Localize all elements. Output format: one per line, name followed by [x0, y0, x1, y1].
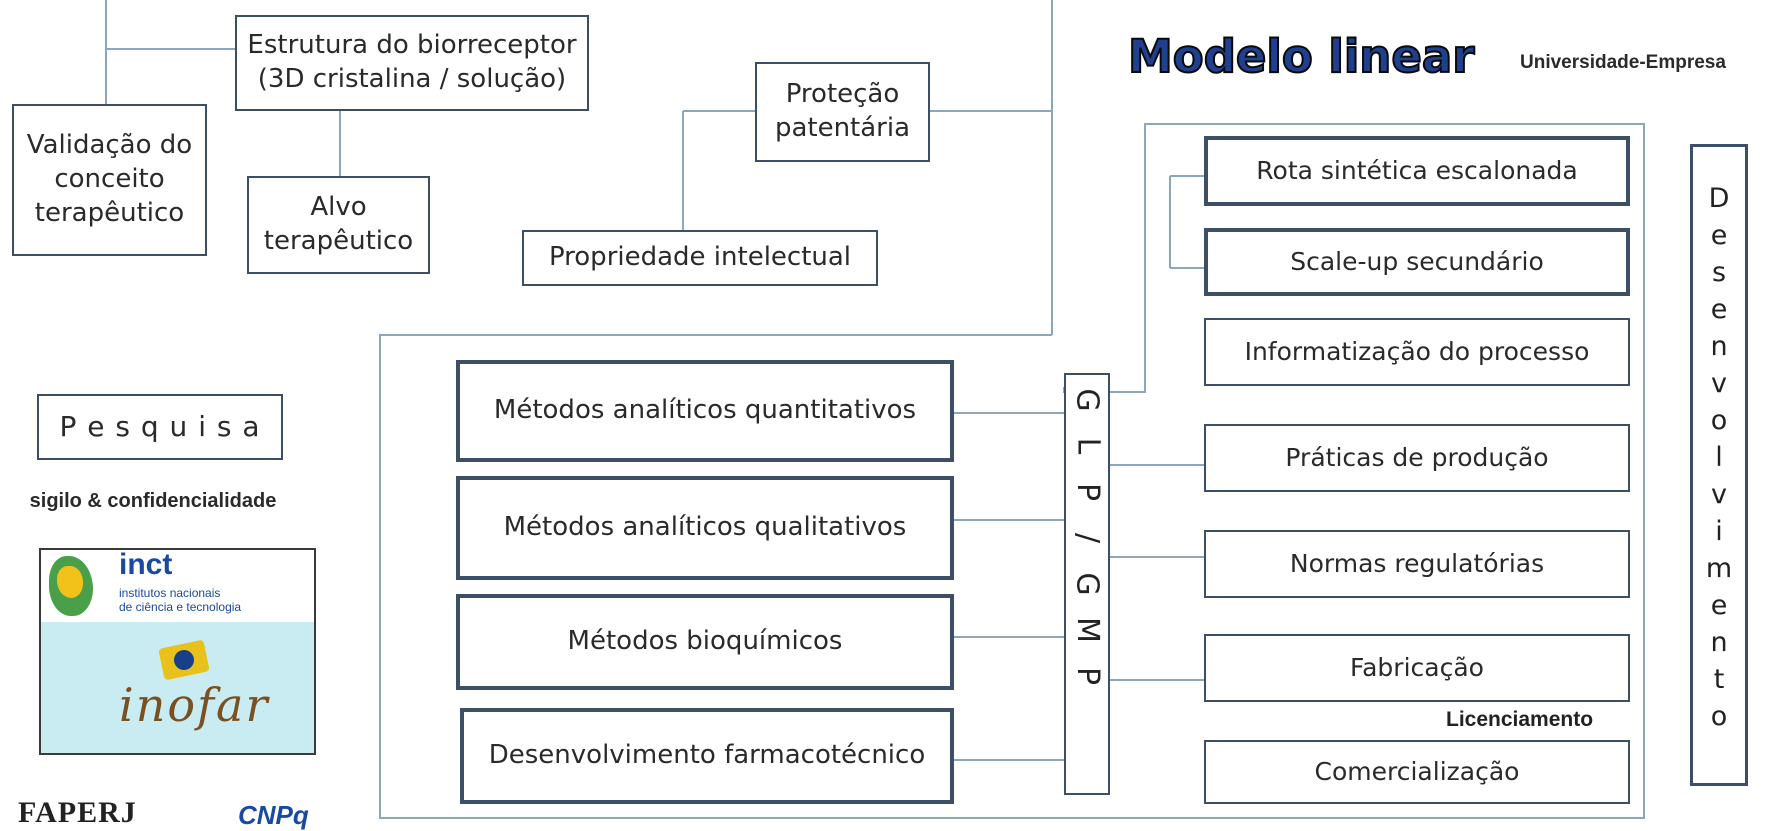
desenvolvimento-letter: e: [1710, 590, 1728, 621]
sigilo-note: sigilo & confidencialidade: [29, 490, 277, 512]
diagram-title: Modelo linear: [1127, 29, 1475, 84]
licenciamento-label: Licenciamento: [1446, 708, 1594, 731]
informatizacao-box: Informatização do processo: [1204, 318, 1630, 386]
desenvolvimento-box: [1690, 144, 1748, 786]
inofar-flag-icon: [158, 639, 210, 681]
desenvolvimento-letter: t: [1713, 664, 1725, 695]
scale-up-box: Scale-up secundário: [1204, 228, 1630, 296]
desenvolvimento-letter: v: [1711, 479, 1727, 510]
glp-letter: /: [1069, 532, 1105, 544]
desenvolvimento-letter: n: [1710, 331, 1728, 362]
praticas-producao-box: Práticas de produção: [1204, 424, 1630, 492]
desenvolvimento-letter: i: [1715, 516, 1723, 547]
desenvolvimento-label: D e s e n v o l v i m e n t o: [1690, 180, 1748, 735]
inct-subtitle-1: institutos nacionais: [119, 586, 221, 600]
desenvolvimento-letter: e: [1710, 220, 1728, 251]
inct-inofar-logo: inct institutos nacionais de ciência e t…: [39, 548, 316, 755]
glp-letter: P: [1070, 666, 1105, 686]
glp-gmp-label: G L P / G M P: [1064, 385, 1110, 691]
pesquisa-box: P e s q u i s a: [37, 394, 283, 460]
metodos-quantitativos-box: Métodos analíticos quantitativos: [456, 360, 954, 462]
comercializacao-box: Comercialização: [1204, 740, 1630, 804]
desenvolvimento-letter: l: [1715, 442, 1723, 473]
desenvolvimento-letter: m: [1705, 553, 1733, 584]
validacao-conceito-box: Validação do conceito terapêutico: [12, 104, 207, 256]
desenvolvimento-letter: v: [1711, 368, 1727, 399]
glp-letter: G: [1070, 388, 1105, 412]
glp-letter: L: [1070, 437, 1105, 455]
protecao-patentaria-box: Proteção patentária: [755, 62, 930, 162]
desenvolvimento-letter: o: [1710, 701, 1728, 732]
desenvolvimento-letter: o: [1710, 405, 1728, 436]
desenvolvimento-letter: n: [1710, 627, 1728, 658]
fabricacao-box: Fabricação: [1204, 634, 1630, 702]
cnpq-logo: CNPq: [238, 800, 309, 830]
glp-letter: P: [1070, 482, 1105, 502]
glp-letter: M: [1069, 617, 1105, 643]
inct-title: inct: [119, 548, 173, 581]
desenvolvimento-farmacotecnico-box: Desenvolvimento farmacotécnico: [460, 708, 954, 804]
metodos-bioquimicos-box: Métodos bioquímicos: [456, 594, 954, 690]
faperj-logo: FAPERJ: [18, 796, 137, 829]
normas-regulatorias-box: Normas regulatórias: [1204, 530, 1630, 598]
desenvolvimento-letter: e: [1710, 294, 1728, 325]
rota-sintetica-box: Rota sintética escalonada: [1204, 136, 1630, 206]
inct-subtitle-2: de ciência e tecnologia: [119, 600, 242, 614]
metodos-qualitativos-box: Métodos analíticos qualitativos: [456, 476, 954, 580]
glp-gmp-box: [1064, 373, 1110, 795]
inofar-wordmark: inofar: [119, 678, 270, 732]
desenvolvimento-letter: s: [1711, 257, 1727, 288]
glp-letter: G: [1070, 572, 1105, 596]
diagram-subtitle: Universidade-Empresa: [1520, 52, 1726, 73]
brazil-map-inner: [57, 566, 83, 598]
propriedade-intelectual-box: Propriedade intelectual: [522, 230, 878, 286]
alvo-terapeutico-box: Alvo terapêutico: [247, 176, 430, 274]
estrutura-biorreceptor-box: Estrutura do biorreceptor (3D cristalina…: [235, 15, 589, 111]
desenvolvimento-letter: D: [1708, 183, 1730, 214]
